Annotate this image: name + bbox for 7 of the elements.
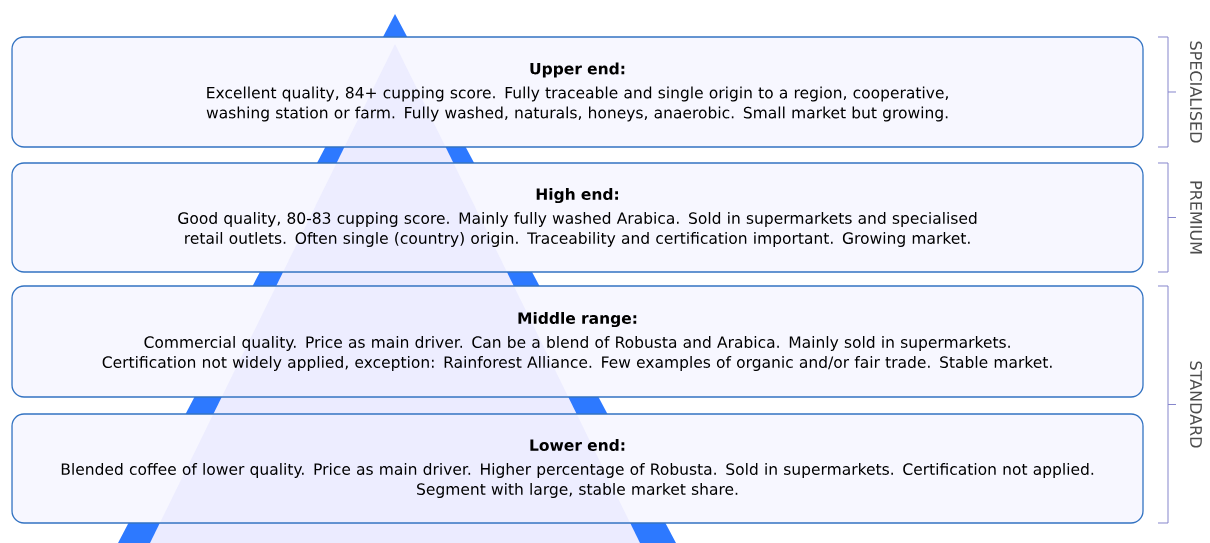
segment-label: PREMIUM — [1190, 181, 1202, 254]
segment-label: SPECIALISED — [1189, 41, 1203, 143]
tier-box: Middle range: Commercial quality. Price as main driver. Can be a blend of Robusta and Arabica. Mainly sold in supermarkets. Certification not widely applied, exception: Rainforest Alliance. Few examples of organic and/or fair trade. Stable market. — [11, 285, 1144, 398]
tier-box: High end: Good quality, 80-83 cupping score. Mainly fully washed Arabica. Sold in supermarkets and specialised retail outlets. Often single (country) origin. Traceability and certification important. Growing market. — [11, 162, 1144, 273]
segment-label: STANDARD — [1189, 361, 1203, 448]
tier-box: Lower end: Blended coffee of lower quality. Price as main driver. Higher percentage of Robusta. Sold in supermarkets. Certification not applied. Segment with large, stable market share. — [11, 413, 1144, 524]
tier-box: Upper end: Excellent quality, 84+ cupping score. Fully traceable and single origin to a region, cooperative, washing station or farm. Fully washed, naturals, honeys, anaerobic. Small market but growing. — [11, 36, 1144, 148]
